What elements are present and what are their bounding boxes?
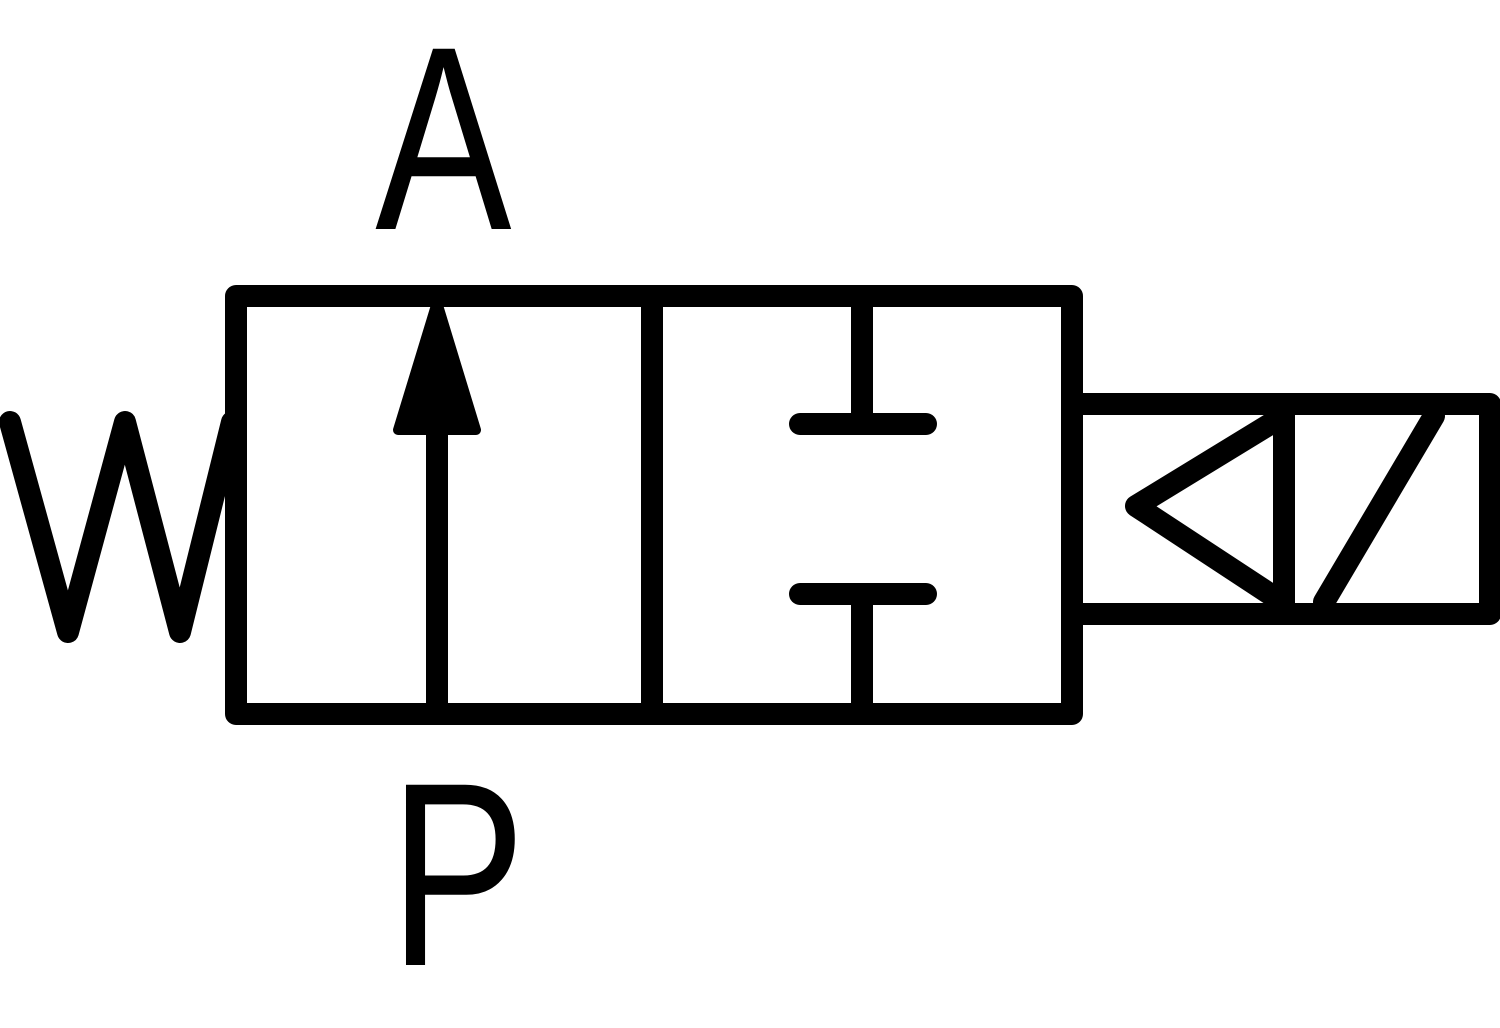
port-label-p: P — [389, 728, 526, 1021]
flow-arrow-icon — [393, 297, 481, 435]
solenoid-slash — [1313, 405, 1445, 613]
solenoid-chevron — [1125, 407, 1291, 609]
spring-return-icon — [0, 411, 243, 643]
port-label-a: A — [375, 0, 512, 285]
